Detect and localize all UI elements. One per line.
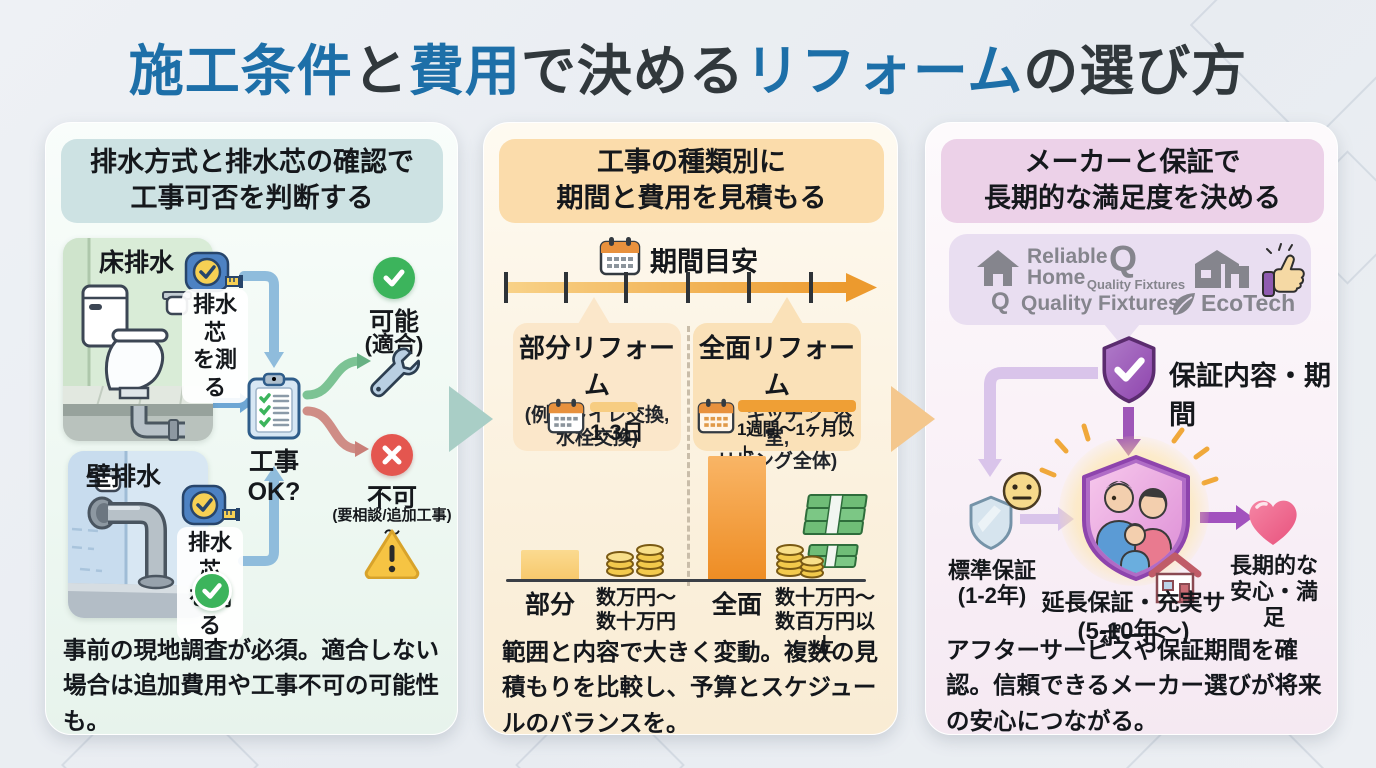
panel-drainage-header: 排水方式と排水芯の確認で 工事可否を判断する — [61, 139, 443, 223]
house-logo-icon — [977, 250, 1019, 286]
consultation-needed-label: (要相談/追加工事) — [332, 507, 452, 524]
manufacturer-logos-card: Reliable Home Q Quality Fixtures Q Quali… — [949, 234, 1311, 325]
extended-warranty-years: (5-10年〜) — [1077, 618, 1190, 645]
partial-reform-card: 部分リフォーム (例：トイレ交換, 水栓交換) 1-3日 — [513, 323, 681, 451]
timeline-arrow — [504, 272, 877, 303]
coins-icon — [606, 544, 664, 577]
warranty-shield-icon — [1102, 336, 1156, 404]
measure-drain-core-label: 排水芯 を測る — [182, 289, 248, 403]
duration-bar-short — [590, 402, 638, 412]
house-icon — [1148, 552, 1202, 604]
extended-warranty-label: 延長保証・充実サポート — [1041, 589, 1226, 649]
leaf-logo-icon — [1173, 293, 1195, 315]
ecotech-logo-text: EcoTech — [1201, 290, 1296, 316]
panel-drainage-footer: 事前の現地調査が必須。適合しない場合は追加費用や工事不可の可能性も。 — [63, 637, 439, 734]
callout-pointer — [771, 297, 803, 324]
money-pile-icon — [776, 494, 868, 579]
cost-bar-full — [708, 456, 766, 579]
full-reform-card: 全面リフォーム (例：キッチン, 浴室, リビング全体) 1週間〜1ヶ月以上 — [693, 323, 861, 472]
title-segment: と — [352, 40, 409, 102]
not-possible-label: 不可 — [366, 484, 417, 512]
title-segment: リフォーム — [744, 40, 1024, 102]
wrench-icon — [370, 347, 420, 398]
check-circle-icon — [373, 257, 415, 299]
calendar-icon — [697, 398, 735, 434]
standard-shield-icon — [969, 495, 1013, 550]
panel-maker-header-text: メーカーと保証で 長期的な満足度を決める — [984, 147, 1281, 213]
bar-partial-cost-label: 数万円〜 数十万円 — [596, 587, 676, 633]
floor-drainage-label: 床排水 — [99, 249, 175, 277]
check-circle-icon — [192, 571, 232, 611]
construction-ok-label: 工事OK? — [247, 448, 301, 506]
possible-label: 可能 — [368, 308, 419, 336]
title-segment: 費用 — [408, 40, 521, 102]
panel-cost-footer: 範囲と内容で大きく変動。複数の見積もりを比較し、予算とスケジュールのバランスを。 — [502, 639, 878, 736]
quality-fixtures-logo-text: Quality Fixtures — [1086, 277, 1186, 292]
reliable-home-logo-text: Reliable Home — [1027, 245, 1108, 289]
partial-reform-title: 部分リフォーム — [518, 333, 675, 400]
partial-duration-label: 1-3日 — [590, 420, 644, 445]
title-segment: で決める — [520, 40, 745, 102]
wall-drainage-label: 壁排水 — [86, 463, 162, 491]
panel-connector-arrow — [891, 386, 935, 452]
cost-bar-partial — [521, 550, 579, 579]
q-logo-icon: Q — [991, 288, 1010, 315]
conforming-label: (適合) — [364, 332, 424, 357]
standard-warranty-years: (1-2年) — [957, 583, 1027, 608]
quality-fixtures-logo-text: Quality Fixtures — [1021, 292, 1180, 315]
calendar-icon — [547, 398, 585, 434]
panel-cost-header-text: 工事の種類別に 期間と費用を見積もる — [556, 147, 827, 213]
neutral-face-icon — [1002, 471, 1042, 511]
panel-cost-header: 工事の種類別に 期間と費用を見積もる — [499, 139, 884, 223]
bar-full-cost-label: 数十万円〜 数百万円以上 — [775, 587, 875, 657]
cross-circle-icon — [371, 434, 413, 476]
warning-triangle-icon — [364, 529, 420, 579]
measuring-tape-icon — [184, 251, 243, 293]
bar-full-label: 全面 — [711, 591, 762, 619]
panel-maker-warranty: メーカーと保証で 長期的な満足度を決める Reliable Home Q Qua… — [925, 122, 1338, 735]
panel-cost-duration: 工事の種類別に 期間と費用を見積もる 期間目安 — [483, 122, 898, 736]
toilet-floor-pipe-icon — [63, 238, 213, 441]
building-logo-icon — [1195, 250, 1249, 288]
panel-connector-arrow — [449, 386, 493, 452]
divider-dashed — [687, 326, 690, 586]
bar-partial-label: 部分 — [524, 591, 575, 619]
chart-baseline — [506, 579, 866, 582]
title-segment: 施工条件 — [128, 40, 353, 102]
callout-pointer — [578, 297, 610, 324]
warranty-content-label: 保証内容・期間 — [1169, 361, 1331, 430]
duration-bar-long — [738, 400, 856, 412]
panel-maker-footer: アフターサービスや保証期間を確認。信頼できるメーカー選びが将来の安心につながる。 — [946, 637, 1322, 734]
panel-drainage-check: 排水方式と排水芯の確認で 工事可否を判断する — [45, 122, 458, 735]
panel-maker-header: メーカーと保証で 長期的な満足度を決める — [941, 139, 1324, 223]
calendar-icon — [599, 237, 641, 276]
satisfaction-label: 長期的な 安心・満足 — [1229, 553, 1318, 630]
floor-drainage-illustration: 床排水 — [63, 238, 213, 441]
duration-guide-label: 期間目安 — [650, 247, 758, 277]
full-reform-title: 全面リフォーム — [698, 333, 855, 400]
panel-drainage-header-text: 排水方式と排水芯の確認で 工事可否を判断する — [90, 147, 414, 213]
standard-warranty-label: 標準保証 — [947, 558, 1036, 583]
title-segment: の選び方 — [1023, 40, 1248, 102]
q-logo-icon: Q — [1109, 238, 1138, 279]
page-title: 施工条件と費用で決めるリフォームの選び方 — [0, 26, 1376, 106]
clipboard-checklist-icon — [247, 372, 301, 440]
heart-icon — [1249, 500, 1297, 545]
thumbs-up-icon — [1262, 243, 1305, 297]
measuring-tape-icon — [181, 484, 240, 526]
